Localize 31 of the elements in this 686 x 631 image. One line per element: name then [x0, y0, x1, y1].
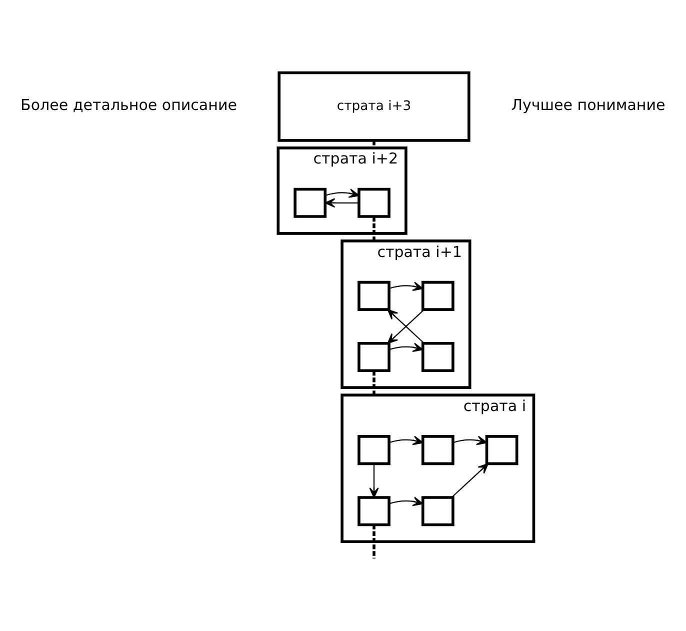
node-box [294, 187, 327, 218]
node-box [358, 434, 390, 465]
node-box [421, 341, 454, 372]
node-box [358, 341, 390, 372]
arrow [369, 463, 379, 498]
arrow [452, 435, 488, 445]
node-box [485, 434, 518, 465]
arrow [389, 435, 424, 445]
arrow [389, 496, 424, 506]
arrow [387, 308, 424, 344]
cluster: страта i+2 [276, 146, 408, 234]
node-box: страта i+3 [278, 70, 470, 142]
cluster: страта i+1 [340, 239, 472, 388]
label: Более детальное описание [20, 96, 237, 114]
connector [372, 524, 376, 558]
node-box [421, 280, 454, 310]
arrow [389, 281, 424, 290]
cluster: страта i [340, 393, 536, 543]
connector [372, 216, 376, 240]
arrow [324, 198, 359, 208]
arrow [325, 188, 360, 198]
node-box [358, 496, 390, 526]
node-box [421, 434, 454, 465]
node-box [358, 280, 390, 310]
label: Лучшее понимание [511, 96, 666, 114]
connector [372, 370, 376, 395]
node-box [421, 496, 454, 526]
node-box [358, 187, 390, 218]
arrow [451, 462, 488, 498]
arrow [389, 342, 424, 352]
connector [372, 140, 376, 148]
